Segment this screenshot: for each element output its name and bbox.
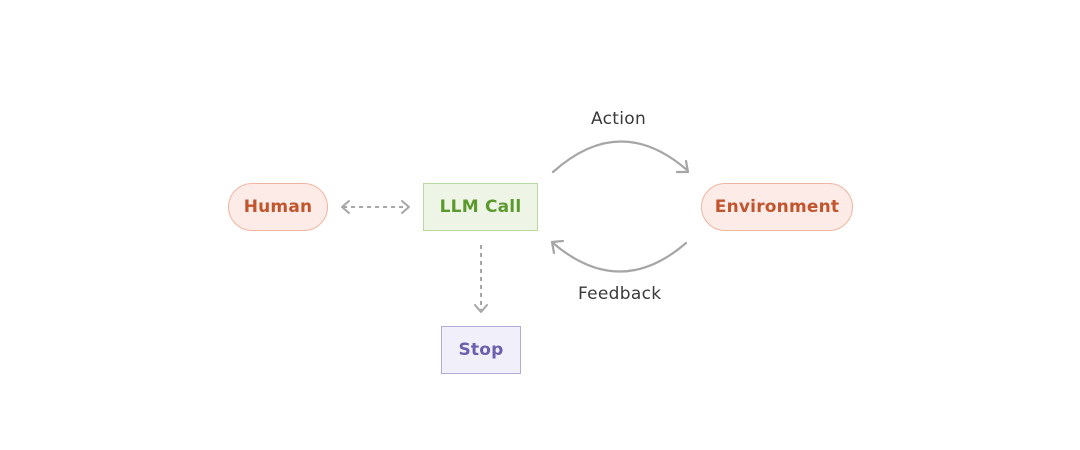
- stop-node: Stop: [441, 326, 521, 374]
- stop-node-label: Stop: [458, 340, 504, 360]
- human-node-label: Human: [243, 197, 313, 217]
- action-arrowhead: [675, 159, 690, 174]
- human-llm-arrowhead-left: [341, 200, 350, 214]
- human-llm-arrowhead-right: [401, 200, 410, 214]
- feedback-arc: [551, 241, 688, 273]
- llm-call-node-label: LLM Call: [439, 197, 522, 217]
- environment-node: Environment: [701, 183, 853, 231]
- action-label: Action: [591, 109, 647, 129]
- llm-stop-arrowhead: [474, 304, 488, 313]
- feedback-label: Feedback: [578, 284, 662, 304]
- human-node: Human: [228, 183, 328, 231]
- action-arc: [551, 140, 689, 174]
- environment-node-label: Environment: [714, 197, 840, 217]
- llm-call-node: LLM Call: [423, 183, 538, 231]
- feedback-arrowhead: [550, 239, 565, 255]
